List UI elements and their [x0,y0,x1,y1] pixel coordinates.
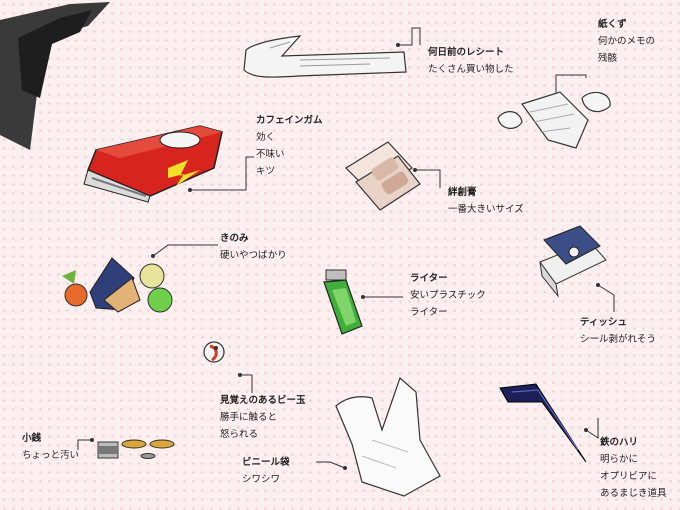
item-desc: たくさん買い物した [428,64,514,75]
coins-icon [97,439,175,459]
item-desc: シワシワ [242,474,281,485]
item-desc: 効く [256,132,276,143]
receipt-icon [243,35,407,78]
item-title: 紙くず [598,19,627,30]
label-marble: 見覚えのあるビー玉 勝手に触ると 怒られる [220,392,306,443]
item-desc: 残骸 [598,53,618,64]
item-title: 鉄のハリ [600,437,639,448]
label-receipt: 何日前のレシート たくさん買い物した [428,44,514,78]
berries-icon [62,257,173,313]
label-bandage: 絆創膏 一番大きいサイズ [448,184,524,218]
label-lighter: ライター 安いプラスチック ライター [410,270,486,321]
item-title: きのみ [220,233,249,244]
label-coins: 小銭 ちょっと汚い [22,430,79,464]
tissue-icon [539,225,607,298]
marble-icon [203,341,225,363]
caffeine-gum-icon [83,125,223,203]
item-desc: 怒られる [220,429,259,440]
label-paper: 紙くず 何かのメモの 残骸 [598,16,655,67]
item-title: カフェインガム [256,115,323,126]
paper-scraps-icon [497,91,611,149]
item-title: 絆創膏 [448,187,477,198]
item-title: 何日前のレシート [428,47,505,58]
label-gum: カフェインガム 効く 不味い キツ [256,112,323,180]
item-desc: オプリビアに [600,471,658,482]
label-tissue: ティッシュ シール剥がれそう [580,314,656,348]
item-desc: キツ [256,166,276,177]
item-desc: シール剥がれそう [580,334,657,345]
item-title: 小銭 [22,433,42,444]
item-desc: 一番大きいサイズ [448,204,524,215]
item-desc: 明らかに [600,454,639,465]
item-desc: 不味い [256,149,285,160]
item-desc: あるまじき道具 [600,488,667,499]
item-desc: 何かのメモの [598,36,656,47]
item-desc: 安いプラスチック [410,290,486,301]
plastic-bag-icon [335,376,441,497]
item-desc: 硬いやつばかり [220,250,287,261]
label-berries: きのみ 硬いやつばかり [220,230,287,264]
iron-needle-icon [499,383,587,463]
item-title: ティッシュ [580,317,627,328]
item-title: 見覚えのあるビー玉 [220,395,306,406]
item-title: ライター [410,273,448,284]
black-brush-mark [0,2,110,150]
item-desc: ちょっと汚い [22,450,80,461]
label-bag: ビニール袋 シワシワ [242,454,290,488]
label-needle: 鉄のハリ 明らかに オプリビアに あるまじき道具 [600,434,667,502]
bandage-icon [345,141,421,211]
item-desc: 勝手に触ると [220,412,278,423]
lighter-icon [323,269,363,335]
item-title: ビニール袋 [242,457,290,468]
item-desc: ライター [410,307,448,318]
